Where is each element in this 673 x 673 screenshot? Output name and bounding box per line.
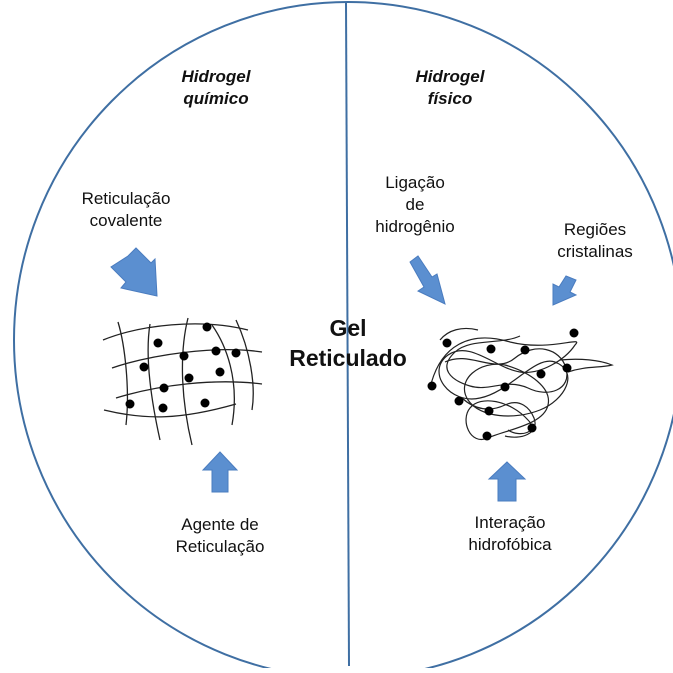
label-line: hidrofóbica xyxy=(468,535,552,554)
label-crystalline: Regiões cristalinas xyxy=(540,219,650,263)
arrow-hydrophobic xyxy=(487,461,527,502)
label-hydrogen-bond: Ligação de hidrogênio xyxy=(350,172,480,238)
label-line: Reticulação xyxy=(175,537,265,556)
center-title-line-1: Gel xyxy=(329,315,367,341)
arrow-hydrogen-bond xyxy=(409,255,446,305)
label-line: Agente de xyxy=(181,515,259,534)
label-line: Regiões xyxy=(563,220,627,239)
label-crosslink-agent: Agente de Reticulação xyxy=(150,514,290,558)
physical-network xyxy=(429,327,614,441)
physical-junction-dots xyxy=(427,328,579,441)
center-title: Gel Reticulado xyxy=(278,313,418,373)
chemical-title-line-2: químico xyxy=(183,89,249,108)
divider-line xyxy=(345,1,350,667)
label-line: cristalinas xyxy=(557,242,633,261)
center-title-line-2: Reticulado xyxy=(289,345,407,371)
physical-title-line-2: físico xyxy=(427,89,473,108)
label-line: Reticulação xyxy=(81,189,171,208)
label-line: Ligação xyxy=(385,173,445,192)
label-line: de xyxy=(405,195,425,214)
label-crosslink-covalent: Reticulação covalente xyxy=(56,188,196,232)
chemical-hydrogel-title: Hidrogel químico xyxy=(160,66,272,110)
label-hydrophobic: Interação hidrofóbica xyxy=(440,512,580,556)
chemical-network xyxy=(102,317,263,446)
label-line: covalente xyxy=(89,211,163,230)
chemical-crosslink-dots xyxy=(125,322,241,413)
arrow-crystalline xyxy=(552,275,578,306)
outer-circle xyxy=(13,1,673,673)
chemical-title-line-1: Hidrogel xyxy=(181,67,251,86)
arrow-covalent xyxy=(110,247,158,297)
physical-hydrogel-title: Hidrogel físico xyxy=(400,66,500,110)
arrow-agent xyxy=(201,451,239,493)
label-line: Interação xyxy=(474,513,546,532)
physical-title-line-1: Hidrogel xyxy=(415,67,485,86)
label-line: hidrogênio xyxy=(375,217,455,236)
